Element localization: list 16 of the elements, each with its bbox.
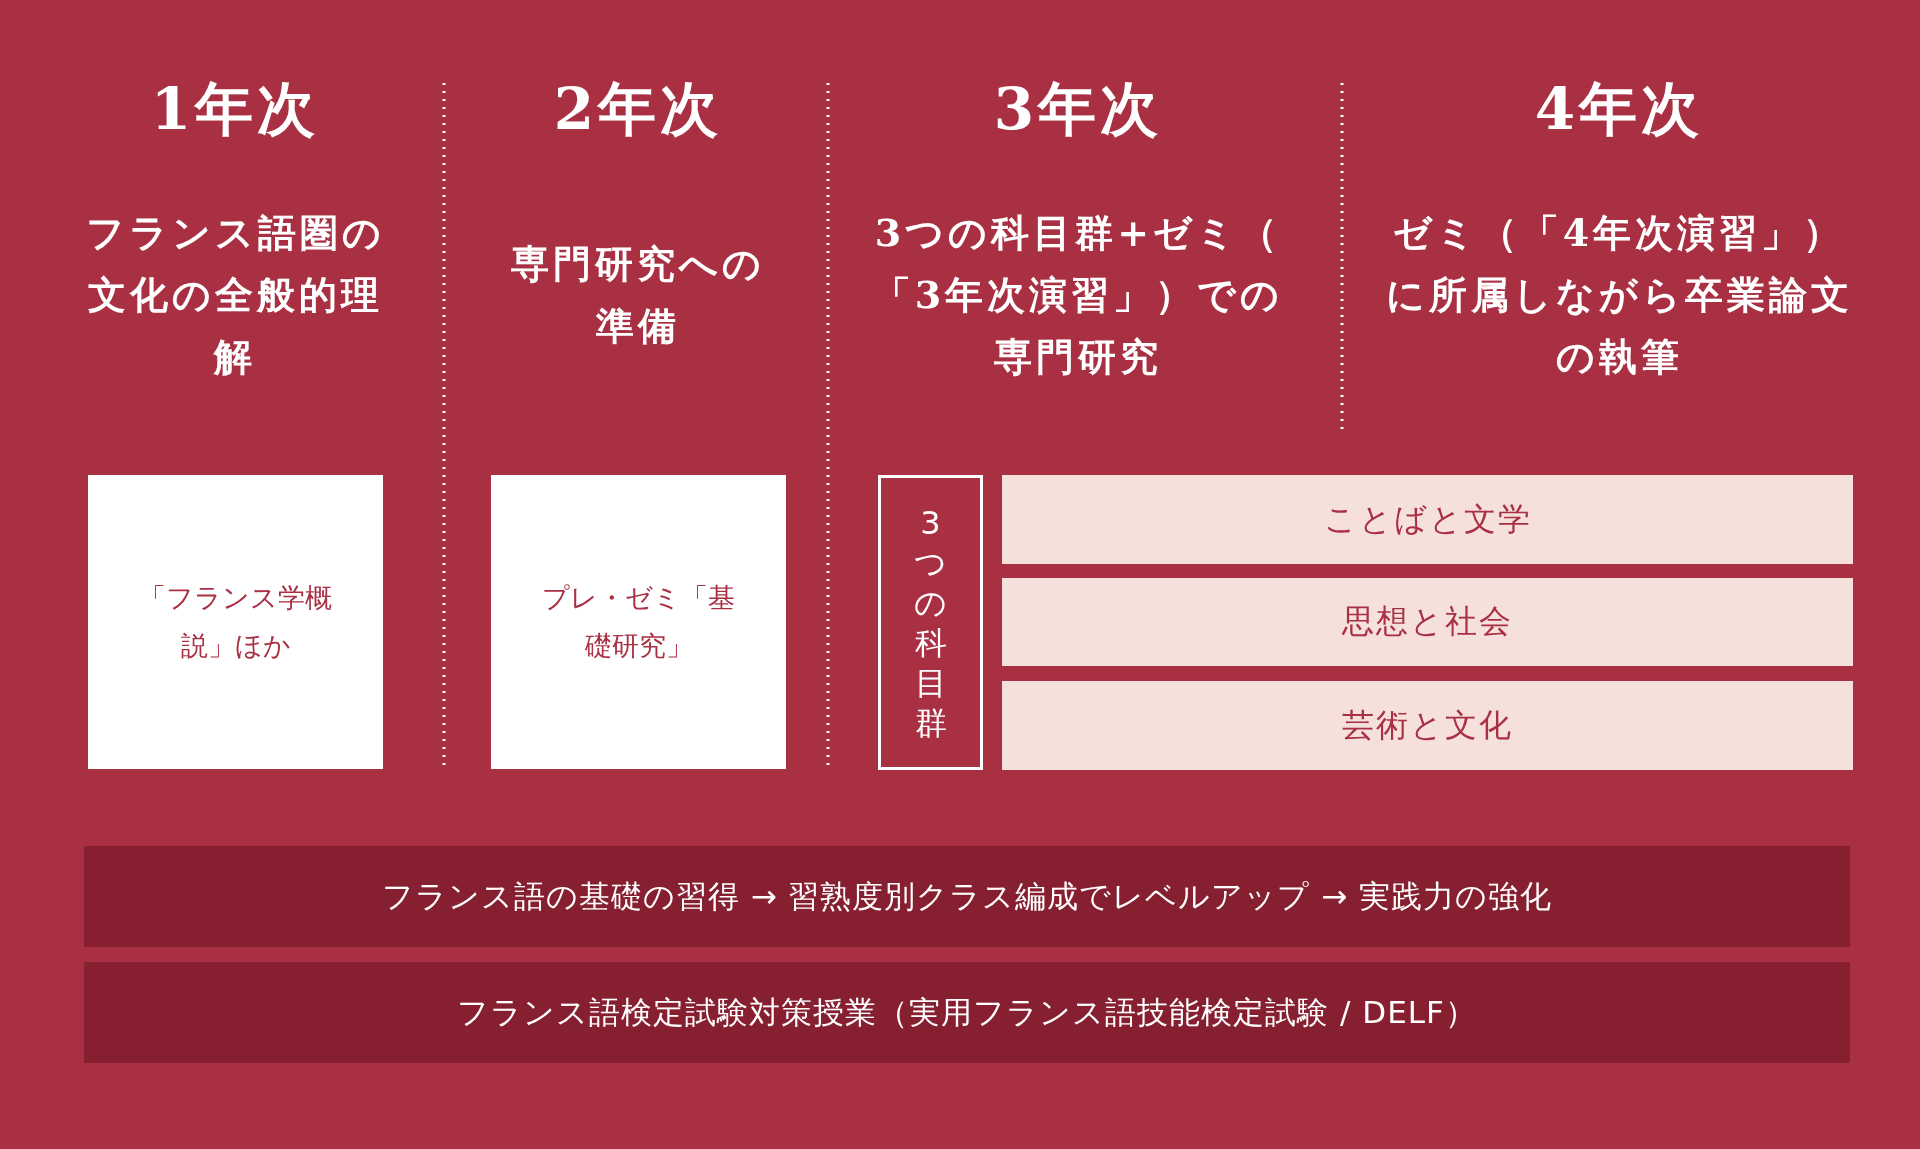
year-heading: 2年次 bbox=[552, 74, 724, 145]
year-heading: 3年次 bbox=[992, 74, 1164, 145]
subject-band: 思想と社会 bbox=[1002, 578, 1853, 666]
year-description: ゼミ（「4年次演習」）に所属しながら卒業論文の執筆 bbox=[1384, 209, 1854, 381]
year-description: 3つの科目群+ゼミ（「3年次演習」）での専門研究 bbox=[871, 209, 1285, 381]
subject-band: 芸術と文化 bbox=[1002, 681, 1853, 770]
year-heading: 4年次 bbox=[1533, 74, 1705, 145]
group-label-box: 3つの科目群 bbox=[878, 475, 983, 770]
year-heading: 1年次 bbox=[149, 74, 321, 145]
year-description: 専門研究への準備 bbox=[510, 240, 766, 350]
language-band: フランス語の基礎の習得 → 習熟度別クラス編成でレベルアップ → 実践力の強化 bbox=[84, 846, 1850, 947]
language-band: フランス語検定試験対策授業（実用フランス語技能検定試験 / DELF） bbox=[84, 962, 1850, 1063]
subject-band: ことばと文学 bbox=[1002, 475, 1853, 564]
year-description: フランス語圏の文化の全般的理解 bbox=[85, 209, 385, 381]
course-box: プレ・ゼミ「基礎研究」 bbox=[491, 475, 786, 769]
course-box: 「フランス学概説」ほか bbox=[88, 475, 383, 769]
